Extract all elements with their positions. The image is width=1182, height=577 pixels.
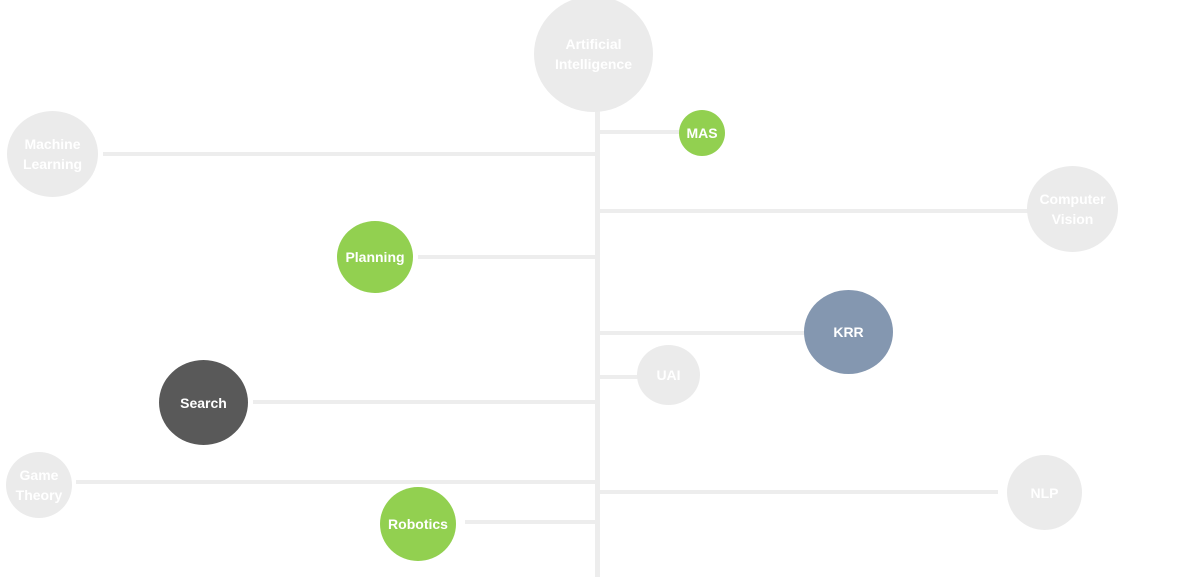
node-game-theory[interactable]: Game Theory xyxy=(6,452,72,518)
branch-machine-learning xyxy=(103,152,595,156)
branch-planning xyxy=(418,255,595,259)
node-nlp[interactable]: NLP xyxy=(1007,455,1082,530)
branch-nlp xyxy=(600,490,998,494)
branch-search xyxy=(253,400,595,404)
trunk-line xyxy=(595,100,600,577)
node-krr[interactable]: KRR xyxy=(804,290,893,374)
node-mas[interactable]: MAS xyxy=(679,110,725,156)
node-artificial-intelligence[interactable]: Artificial Intelligence xyxy=(534,0,653,112)
branch-game-theory xyxy=(76,480,595,484)
node-machine-learning[interactable]: Machine Learning xyxy=(7,111,98,197)
node-uai[interactable]: UAI xyxy=(637,345,700,405)
branch-computer-vision xyxy=(600,209,1028,213)
node-planning[interactable]: Planning xyxy=(337,221,413,293)
branch-robotics xyxy=(465,520,595,524)
branch-krr xyxy=(600,331,805,335)
node-search[interactable]: Search xyxy=(159,360,248,445)
node-computer-vision[interactable]: Computer Vision xyxy=(1027,166,1118,252)
branch-mas xyxy=(600,130,680,134)
node-robotics[interactable]: Robotics xyxy=(380,487,456,561)
branch-uai xyxy=(600,375,638,379)
